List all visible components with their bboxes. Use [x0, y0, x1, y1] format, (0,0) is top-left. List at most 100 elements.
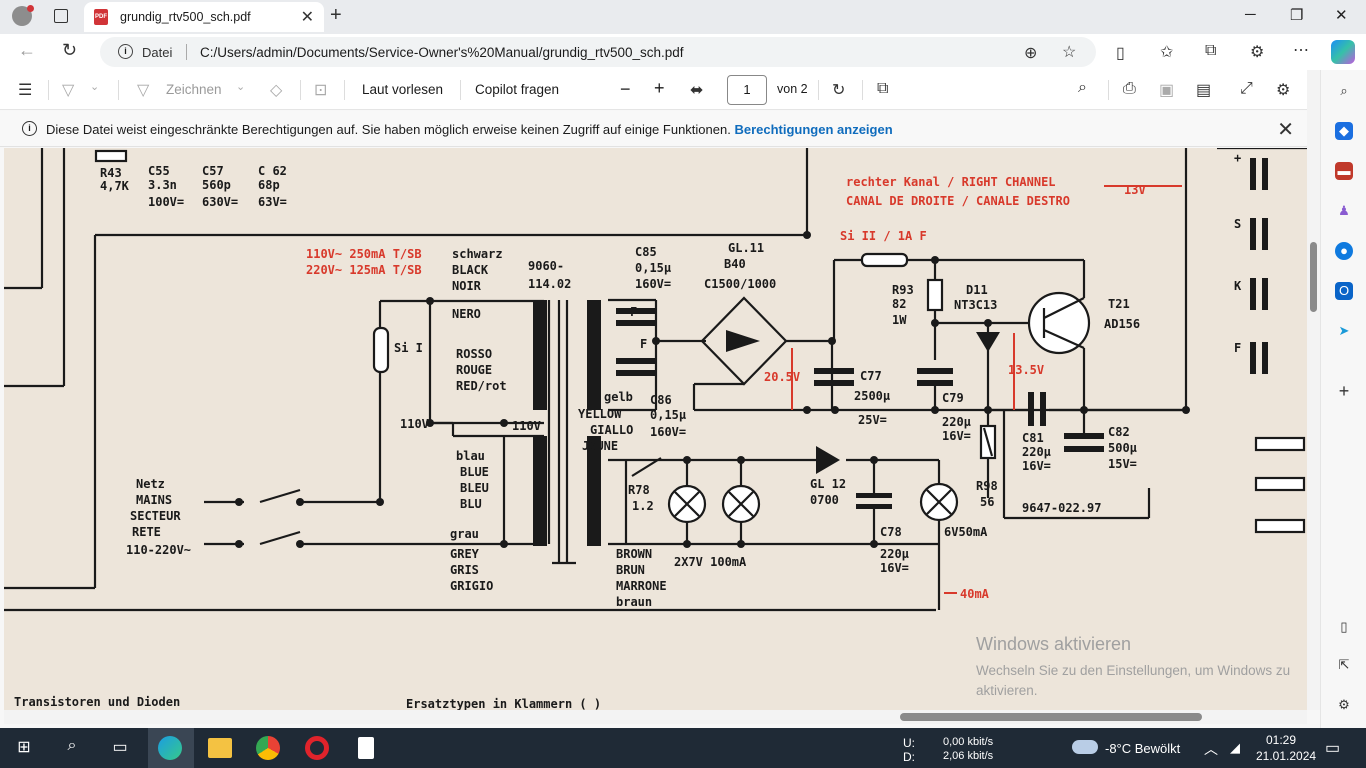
tab-actions-icon[interactable]: [54, 9, 68, 23]
print-icon[interactable]: ⎙: [1123, 80, 1136, 97]
tab-pdf[interactable]: PDF grundig_rtv500_sch.pdf ✕: [84, 2, 324, 32]
restore-button[interactable]: ❐: [1290, 7, 1304, 24]
sidebar-settings-icon[interactable]: ⚙: [1338, 697, 1350, 712]
svg-text:16V=: 16V=: [942, 429, 971, 443]
edge-browser-icon[interactable]: [158, 736, 182, 760]
svg-text:C79: C79: [942, 391, 964, 405]
svg-text:500µ: 500µ: [1108, 441, 1137, 455]
windows-start-icon[interactable]: ⊞: [17, 739, 31, 756]
rotate-icon[interactable]: ↻: [832, 82, 846, 99]
notification-dot: [27, 5, 34, 12]
svg-text:Netz: Netz: [136, 477, 165, 491]
document-app-icon[interactable]: [358, 737, 374, 759]
clock-date[interactable]: 21.01.2024: [1256, 749, 1317, 763]
highlight-icon[interactable]: ▽: [62, 82, 75, 99]
chevron-up-icon[interactable]: ︿: [1204, 741, 1218, 757]
info-bar-close-button[interactable]: ✕: [1277, 119, 1294, 141]
profile-icon[interactable]: [12, 6, 32, 26]
read-aloud-button[interactable]: Laut vorlesen: [362, 82, 444, 97]
contents-icon[interactable]: ☰: [18, 82, 33, 99]
save-as-icon[interactable]: ▤: [1196, 82, 1212, 99]
file-explorer-icon[interactable]: [208, 738, 232, 758]
copilot-icon[interactable]: [1331, 40, 1355, 64]
watermark-title: Windows aktivieren: [976, 634, 1132, 654]
vertical-scroll-thumb[interactable]: [1310, 242, 1317, 312]
window-close-button[interactable]: ✕: [1335, 7, 1348, 24]
draw-button[interactable]: Zeichnen: [166, 82, 222, 97]
svg-text:110-220V~: 110-220V~: [126, 543, 191, 557]
info-icon[interactable]: i: [118, 44, 133, 59]
draw-icon[interactable]: ▽: [137, 82, 150, 99]
extensions-icon[interactable]: ⚙: [1250, 44, 1265, 61]
page-number-input[interactable]: 1: [727, 75, 767, 105]
svg-text:+: +: [1234, 151, 1241, 165]
sidebar-layout-icon[interactable]: ▯: [1340, 619, 1348, 634]
net-up-speed: 0,00 kbit/s: [943, 736, 994, 748]
cloud-weather-icon[interactable]: [1072, 740, 1098, 754]
fit-width-icon[interactable]: ⬌: [690, 82, 704, 99]
horizontal-scroll-thumb[interactable]: [900, 713, 1202, 721]
opera-icon[interactable]: [305, 736, 329, 760]
search-icon[interactable]: ⌕: [1340, 83, 1348, 98]
task-view-icon[interactable]: ▭: [112, 739, 128, 756]
svg-text:braun: braun: [616, 595, 652, 609]
notifications-icon[interactable]: ▭: [1325, 740, 1341, 757]
microsoft-365-icon[interactable]: ●: [1335, 242, 1353, 260]
shopping-tag-icon[interactable]: ◆: [1335, 122, 1353, 140]
svg-text:0,15µ: 0,15µ: [650, 408, 686, 422]
refresh-icon[interactable]: ↻: [62, 40, 78, 60]
svg-text:BLACK: BLACK: [452, 263, 489, 277]
windows-taskbar: ⊞ ⌕ ▭ U: D: 0,00 kbit/s 2,06 kbit/s -8°C…: [0, 728, 1366, 768]
tab-close-button[interactable]: ✕: [300, 9, 314, 26]
svg-text:220µ: 220µ: [1022, 445, 1051, 459]
more-menu-icon[interactable]: ⋯: [1293, 42, 1309, 59]
favorites-icon[interactable]: ✩: [1160, 44, 1174, 61]
weather-text[interactable]: -8°C Bewölkt: [1105, 741, 1181, 756]
new-tab-button[interactable]: +: [330, 4, 342, 26]
chevron-down-icon[interactable]: ⌄: [90, 81, 100, 93]
url-text[interactable]: C:/Users/admin/Documents/Service-Owner's…: [200, 45, 684, 60]
search-icon[interactable]: ⌕: [1078, 79, 1087, 96]
view-permissions-link[interactable]: Berechtigungen anzeigen: [734, 122, 893, 137]
add-sidebar-icon[interactable]: +: [1338, 381, 1350, 401]
clock-time[interactable]: 01:29: [1266, 733, 1297, 747]
chevron-down-icon[interactable]: ⌄: [236, 81, 246, 93]
search-icon[interactable]: ⌕: [67, 737, 77, 754]
svg-text:BLUE: BLUE: [460, 465, 489, 479]
games-icon[interactable]: ♟: [1338, 203, 1350, 218]
split-screen-icon[interactable]: ▯: [1116, 45, 1125, 62]
svg-text:560p: 560p: [202, 178, 231, 192]
svg-text:114.02: 114.02: [528, 277, 571, 291]
external-link-icon[interactable]: ⇱: [1338, 657, 1350, 672]
svg-text:R43: R43: [100, 166, 122, 180]
tools-briefcase-icon[interactable]: ▬: [1335, 162, 1353, 180]
vertical-scrollbar[interactable]: [1307, 70, 1320, 710]
favorite-star-icon[interactable]: ☆: [1062, 44, 1077, 61]
copilot-ask-button[interactable]: Copilot fragen: [475, 82, 560, 97]
collections-icon[interactable]: ⧉: [1205, 42, 1217, 59]
chrome-icon[interactable]: [256, 736, 280, 760]
svg-text:R93: R93: [892, 283, 914, 297]
address-divider: [186, 44, 187, 60]
zoom-icon[interactable]: ⊕: [1024, 45, 1038, 62]
network-icon[interactable]: ◢: [1230, 740, 1240, 755]
fullscreen-icon[interactable]: ⤢: [1240, 80, 1253, 97]
zoom-out-button[interactable]: −: [620, 79, 631, 99]
eraser-icon[interactable]: ◇: [270, 82, 283, 99]
svg-text:Transistoren und Dioden: Transistoren und Dioden: [14, 695, 180, 709]
zoom-in-button[interactable]: +: [654, 78, 665, 98]
page-view-icon[interactable]: ⧉: [877, 80, 889, 97]
svg-text:1.2: 1.2: [632, 499, 654, 513]
minimize-button[interactable]: ─: [1245, 6, 1256, 23]
pdf-page-viewport[interactable]: R43 4,7K C55 3.3n 100V= C57 560p 630V= C…: [4, 148, 1307, 710]
settings-gear-icon[interactable]: ⚙: [1276, 82, 1291, 99]
svg-text:Si II / 1A F: Si II / 1A F: [840, 229, 927, 243]
back-arrow-icon[interactable]: ←: [18, 40, 36, 60]
horizontal-scrollbar[interactable]: [4, 710, 1307, 724]
send-icon[interactable]: ➤: [1338, 323, 1350, 338]
address-bar[interactable]: i Datei C:/Users/admin/Documents/Service…: [100, 37, 1096, 67]
outlook-icon[interactable]: O: [1335, 282, 1353, 300]
permissions-info-bar: i Diese Datei weist eingeschränkte Berec…: [0, 111, 1320, 147]
save-icon[interactable]: ▣: [1159, 82, 1175, 99]
text-box-icon[interactable]: ⊡: [314, 82, 328, 99]
